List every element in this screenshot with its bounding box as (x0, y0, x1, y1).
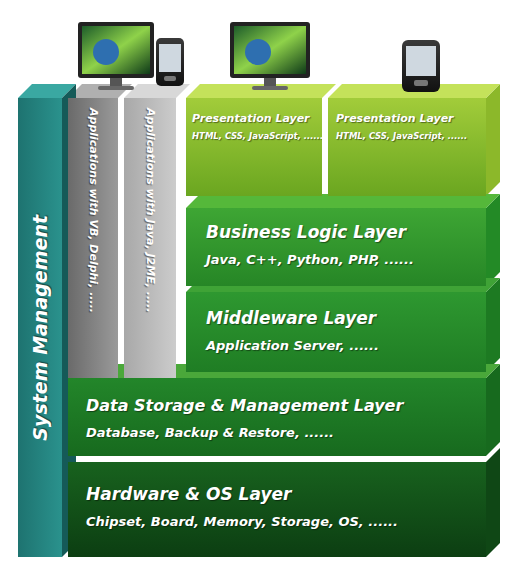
layer-detail: Java, C++, Python, PHP, ...... (206, 252, 466, 267)
side-face (486, 364, 500, 456)
layer-title: Middleware Layer (206, 308, 466, 328)
layer-title: Business Logic Layer (206, 222, 466, 242)
layer-title: Applications with Java, J2ME, ..... (144, 108, 157, 313)
side-face (486, 84, 500, 196)
side-face (486, 194, 500, 286)
side-face (486, 448, 500, 557)
layer-box: Business Logic LayerJava, C++, Python, P… (186, 208, 486, 286)
layer-title: Presentation Layer (192, 112, 316, 125)
layer-title: Applications with VB, Delphi, ..... (87, 108, 100, 313)
app-column: Applications with Java, J2ME, ..... (124, 98, 176, 378)
layer-detail: Application Server, ...... (206, 338, 466, 353)
monitor-icon (78, 22, 154, 90)
top-face (124, 84, 190, 98)
layer-detail: Database, Backup & Restore, ...... (86, 425, 468, 440)
app-column: Applications with VB, Delphi, ..... (68, 98, 118, 378)
layer-box: Presentation LayerHTML, CSS, JavaScript,… (328, 98, 486, 196)
side-face (486, 278, 500, 372)
layer-box: Middleware LayerApplication Server, ....… (186, 292, 486, 372)
layer-detail: HTML, CSS, JavaScript, ...... (336, 131, 478, 141)
layer-title: Presentation Layer (336, 112, 478, 125)
monitor-icon (230, 22, 310, 90)
layer-box: Data Storage & Management LayerDatabase,… (68, 378, 486, 456)
layer-detail: HTML, CSS, JavaScript, ...... (192, 131, 316, 141)
layer-detail: Chipset, Board, Memory, Storage, OS, ...… (86, 514, 468, 529)
layer-title: Data Storage & Management Layer (86, 396, 468, 415)
layer-title: System Management (29, 215, 51, 441)
layer-title: Hardware & OS Layer (86, 484, 468, 504)
phone-icon (156, 38, 184, 86)
top-face (186, 84, 336, 98)
top-face (186, 194, 500, 208)
phone-icon (402, 40, 440, 92)
management-bar: System Management (18, 98, 62, 557)
layer-box: Hardware & OS LayerChipset, Board, Memor… (68, 462, 486, 557)
layer-box: Presentation LayerHTML, CSS, JavaScript,… (186, 98, 322, 196)
